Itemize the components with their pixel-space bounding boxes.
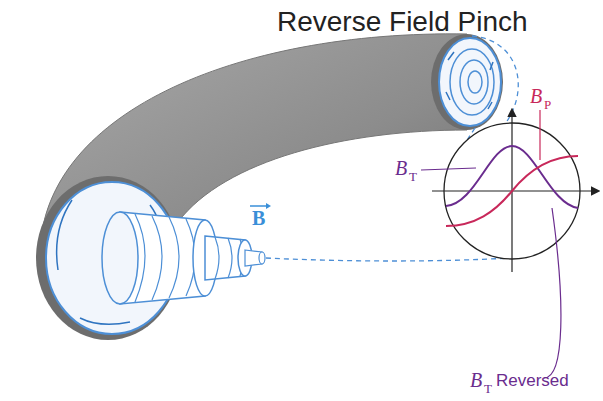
diagram-title: Reverse Field Pinch bbox=[277, 8, 528, 36]
field-symbol: B bbox=[530, 86, 542, 106]
field-subscript: P bbox=[544, 98, 551, 111]
field-subscript: T bbox=[484, 382, 492, 395]
field-vector-symbol: B bbox=[252, 208, 265, 228]
field-subscript: T bbox=[409, 170, 417, 183]
field-symbol: B bbox=[470, 370, 482, 390]
annotation: Reversed bbox=[496, 372, 569, 389]
field-symbol: B bbox=[395, 158, 407, 178]
